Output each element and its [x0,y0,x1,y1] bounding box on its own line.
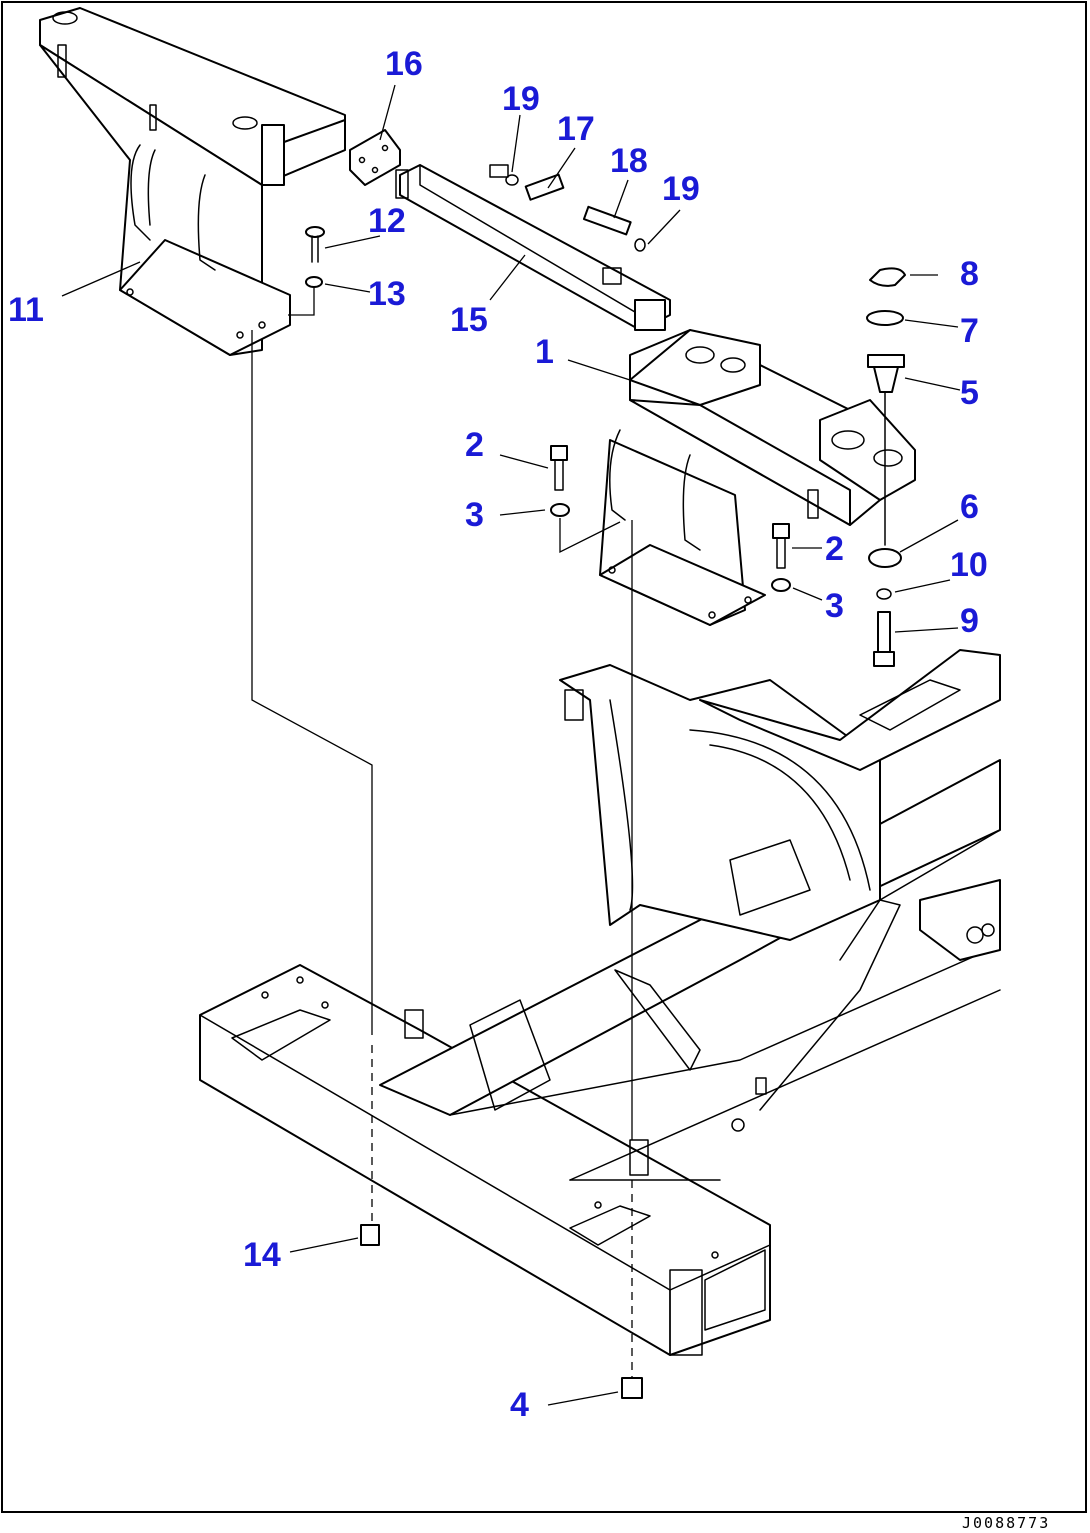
bracket-left-part-11 [39,7,346,356]
callout-2: 2 [465,426,484,464]
callout-19: 19 [502,80,540,118]
callout-5: 5 [960,374,979,412]
nuts-parts-4-14 [360,1224,643,1399]
hardware-parts-17-18-19 [505,173,646,252]
callout-13: 13 [368,275,406,313]
bolt-washer-parts-12-13 [305,226,325,288]
mount-stack-parts-5-10 [866,267,906,667]
callout-7: 7 [960,312,979,350]
callout-2: 2 [825,530,844,568]
callout-19: 19 [662,170,700,208]
callout-8: 8 [960,255,979,293]
bolts-washers-parts-2-3 [550,445,791,592]
callout-4: 4 [510,1386,529,1424]
callout-11: 11 [8,291,44,329]
main-frame [199,649,1001,1356]
callout-18: 18 [610,142,648,180]
plate-part-16 [349,129,401,186]
callout-6: 6 [960,488,979,526]
callout-10: 10 [950,546,988,584]
callout-16: 16 [385,45,423,83]
alignment-lines [251,287,633,1378]
callout-3: 3 [825,587,844,625]
document-id: J0088773 [962,1514,1050,1532]
callout-labels: 1 2 2 3 3 4 5 6 7 8 9 10 11 12 13 14 15 … [8,45,988,1424]
bracket-right-part-1 [599,329,916,626]
callout-3: 3 [465,496,484,534]
callout-9: 9 [960,602,979,640]
tie-bar-part-15 [395,164,671,331]
callout-leaders [61,84,961,1406]
callout-12: 12 [368,202,406,240]
callout-15: 15 [450,301,488,339]
callout-14: 14 [243,1236,281,1274]
callout-17: 17 [557,110,595,148]
callout-1: 1 [535,333,554,371]
